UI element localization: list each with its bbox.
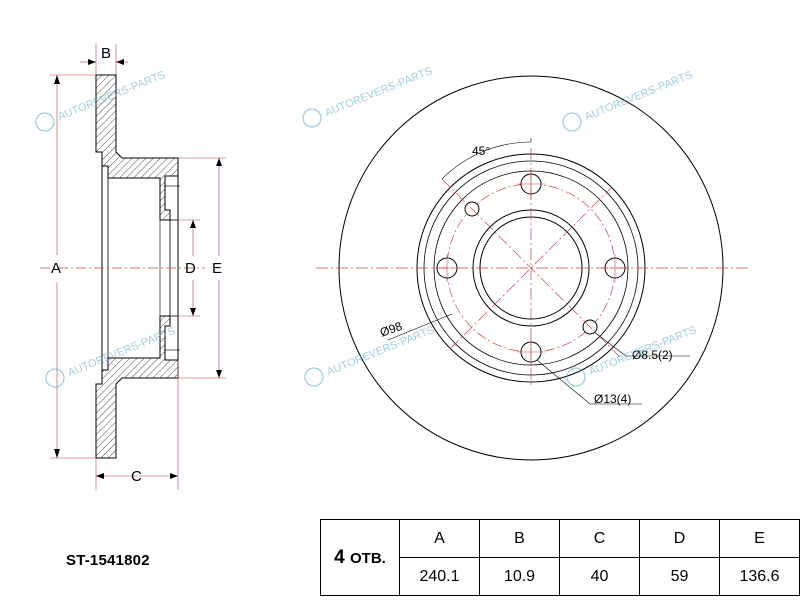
bolt-hole-label: Ø13(4) (594, 392, 631, 406)
holes-cell: 4 ОТВ. (320, 519, 400, 596)
spec-table: 4 ОТВ. A B C D E 240.1 10.9 40 59 136.6 (320, 519, 800, 596)
dimension-c (95, 360, 179, 490)
label-e: E (212, 260, 222, 277)
dimension-d (178, 219, 200, 317)
header-a: A (399, 519, 480, 558)
angle-label: 45° (472, 144, 490, 158)
section-lower (95, 315, 179, 459)
part-number: ST-1541802 (66, 552, 150, 569)
angle-arc (441, 141, 532, 180)
header-b: B (479, 519, 560, 558)
value-a: 240.1 (399, 557, 480, 596)
watermark-text: AUTOREVERS-PARTS (583, 69, 694, 123)
header-d: D (639, 519, 720, 558)
section-upper (95, 74, 179, 221)
spec-value-row: 240.1 10.9 40 59 136.6 (321, 557, 800, 596)
header-c: C (559, 519, 640, 558)
label-b: B (101, 45, 111, 62)
label-d: D (185, 260, 196, 277)
side-section-view: A B C D (40, 44, 226, 490)
value-e: 136.6 (719, 557, 800, 596)
center-lines (316, 148, 748, 385)
header-e: E (719, 519, 800, 558)
dimension-a (50, 74, 96, 459)
dimension-b (80, 44, 128, 75)
dimension-e (178, 157, 226, 379)
value-d: 59 (639, 557, 720, 596)
watermark-text: AUTOREVERS-PARTS (323, 65, 434, 119)
label-a: A (51, 260, 61, 277)
value-c: 40 (559, 557, 640, 596)
watermarks: AUTOREVERS-PARTS AUTOREVERS-PARTS AUTORE… (35, 65, 698, 388)
spec-header-row: 4 ОТВ. A B C D E (320, 519, 800, 596)
holes-unit: ОТВ. (350, 549, 386, 567)
label-c: C (131, 468, 142, 485)
holes-count: 4 (334, 546, 345, 568)
value-b: 10.9 (479, 557, 560, 596)
front-view: 45° Ø98 Ø8.5(2) Ø13(4) (316, 75, 748, 461)
small-hole-label: Ø8.5(2) (632, 348, 673, 362)
